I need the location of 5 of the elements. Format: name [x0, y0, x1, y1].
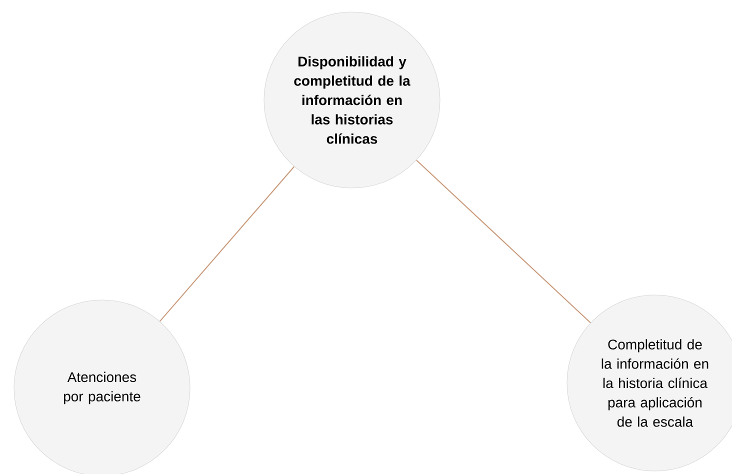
circle-node: Atenciones por paciente — [14, 300, 190, 474]
circle-node: Disponibilidad y completitud de la información en las historias clínicas — [264, 12, 440, 188]
circle-node: Completitud de la información en la historia clínica para aplicación de la escala — [566, 294, 732, 472]
connector-line — [159, 166, 295, 322]
connector-line — [416, 160, 591, 324]
